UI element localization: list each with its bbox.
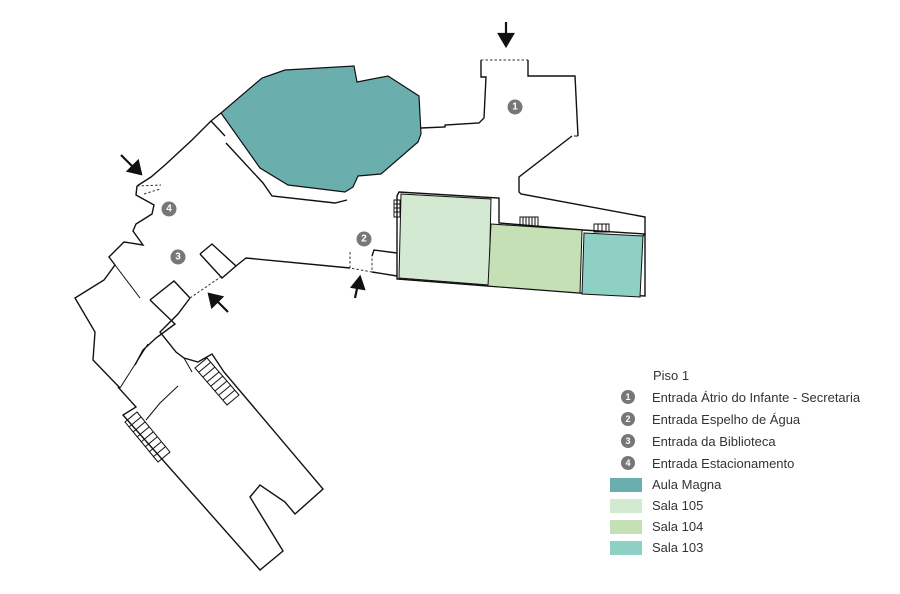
legend-room-label: Sala 103 (652, 540, 704, 555)
sala-103-room[interactable] (581, 232, 644, 298)
sala-105-swatch (610, 498, 642, 513)
map-legend: Piso 1 1 Entrada Átrio do Infante - Secr… (610, 366, 895, 558)
number-1-icon: 1 (621, 390, 635, 404)
legend-entrance-4: 4 Entrada Estacionamento (610, 452, 895, 474)
entrance-marker-3[interactable]: 3 (170, 249, 186, 265)
entrance-arrow-3 (207, 292, 229, 313)
entrance-arrow-2 (349, 274, 366, 299)
legend-entrance-2: 2 Entrada Espelho de Água (610, 408, 895, 430)
legend-room-sala-105: Sala 105 (610, 495, 895, 516)
svg-text:3: 3 (175, 252, 181, 263)
legend-room-sala-104: Sala 104 (610, 516, 895, 537)
legend-entrance-label: Entrada Átrio do Infante - Secretaria (652, 389, 861, 405)
aula-magna-swatch (610, 477, 642, 492)
sala-104-room[interactable] (487, 223, 583, 294)
number-3-icon: 3 (621, 434, 635, 448)
legend-entrance-3: 3 Entrada da Biblioteca (610, 430, 895, 452)
sala-105-room[interactable] (398, 193, 492, 286)
legend-entrance-1: 1 Entrada Átrio do Infante - Secretaria (610, 386, 895, 408)
entrance-arrow-1 (497, 22, 515, 49)
number-4-icon: 4 (621, 456, 635, 470)
legend-room-label: Sala 105 (652, 498, 704, 513)
sala-103-swatch (610, 540, 642, 555)
stairs-south (124, 411, 171, 463)
stairs-north (194, 357, 240, 406)
legend-entrance-label: Entrada Espelho de Água (652, 411, 801, 427)
legend-room-label: Sala 104 (652, 519, 704, 534)
legend-room-sala-103: Sala 103 (610, 537, 895, 558)
legend-title: Piso 1 (653, 368, 690, 383)
entrance-marker-2[interactable]: 2 (356, 231, 372, 247)
entrance-arrow-4 (120, 154, 143, 176)
sala-104-swatch (610, 519, 642, 534)
legend-entrance-label: Entrada Estacionamento (652, 455, 795, 471)
number-2-icon: 2 (621, 412, 635, 426)
svg-text:1: 1 (512, 102, 518, 113)
svg-text:2: 2 (361, 234, 367, 245)
legend-room-label: Aula Magna (652, 477, 722, 492)
aula-magna-room[interactable] (220, 65, 422, 193)
legend-entrance-label: Entrada da Biblioteca (652, 433, 776, 449)
svg-text:4: 4 (166, 204, 172, 215)
entrance-marker-1[interactable]: 1 (507, 99, 523, 115)
legend-room-aula-magna: Aula Magna (610, 474, 895, 495)
entrance-marker-4[interactable]: 4 (161, 201, 177, 217)
